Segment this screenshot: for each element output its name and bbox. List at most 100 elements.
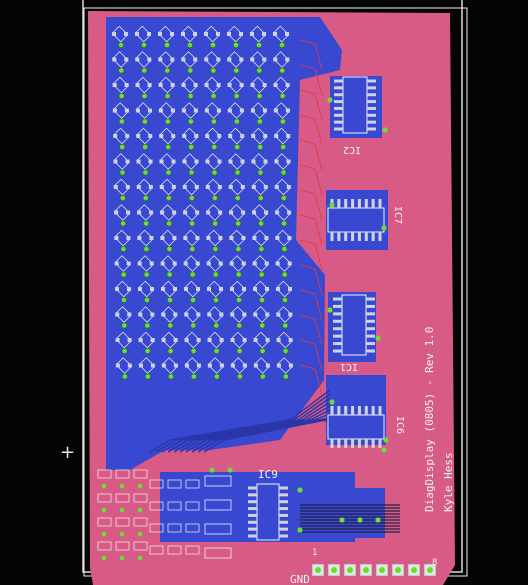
led-pad: [219, 363, 224, 368]
ic9-footprint: [256, 483, 280, 541]
via: [118, 42, 124, 48]
led-footprint: [272, 25, 290, 43]
via: [257, 144, 264, 150]
blue-trace: [185, 413, 331, 453]
led-footprint: [181, 127, 199, 145]
ic-pad: [351, 439, 355, 448]
via: [281, 246, 288, 252]
led-footprint: [183, 229, 200, 247]
via: [118, 67, 125, 74]
ic-pad: [279, 534, 288, 538]
pin-header[interactable]: [311, 563, 437, 577]
via: [236, 322, 243, 329]
led-footprint: [183, 280, 201, 298]
led-pad: [124, 83, 129, 87]
via: [381, 447, 387, 453]
led-pad: [136, 134, 141, 138]
led-pad: [136, 185, 141, 189]
ic-pad: [366, 304, 375, 308]
via: [282, 373, 289, 380]
led-footprint: [158, 127, 176, 145]
resistor-footprint: [167, 523, 182, 533]
led-pad: [124, 57, 129, 62]
led-pad: [126, 236, 131, 240]
led-pad: [274, 134, 279, 138]
ic-pad: [334, 100, 343, 104]
led-footprint: [207, 357, 225, 374]
ic-pad: [351, 232, 355, 241]
led-footprint: [250, 51, 267, 68]
ic-pad: [334, 127, 343, 131]
led-footprint: [205, 178, 223, 196]
led-pad: [193, 108, 198, 113]
label-ic6: IC6: [394, 416, 405, 434]
led-pad: [126, 210, 131, 215]
led-pad: [265, 287, 269, 291]
ic-pad: [248, 527, 257, 531]
via: [188, 169, 195, 176]
led-pad: [161, 363, 166, 368]
led-pad: [135, 108, 140, 113]
ic-pad: [337, 199, 341, 208]
led-pad: [242, 338, 247, 342]
resistor-footprint: [133, 517, 148, 527]
via: [187, 67, 194, 74]
led-footprint: [229, 280, 247, 298]
ic-pad: [367, 113, 376, 117]
via: [236, 348, 243, 354]
via: [233, 67, 240, 74]
resistor-footprint: [133, 493, 148, 503]
via: [257, 169, 264, 176]
via: [210, 93, 217, 99]
red-trace: [299, 239, 323, 271]
ic-pad: [366, 349, 375, 353]
led-pad: [287, 210, 292, 215]
red-trace: [299, 189, 323, 221]
led-footprint: [205, 204, 223, 221]
via: [142, 169, 149, 176]
led-pad: [241, 210, 246, 215]
red-trace: [299, 64, 323, 96]
label-ic7: IC7: [392, 206, 403, 224]
via: [381, 225, 387, 231]
ic-pad: [330, 232, 334, 241]
led-pad: [285, 32, 289, 36]
led-pad: [184, 287, 188, 291]
ic2-footprint: [342, 76, 368, 134]
via: [119, 195, 126, 201]
led-pad: [240, 185, 245, 189]
led-footprint: [182, 153, 199, 170]
led-pad: [240, 159, 245, 164]
led-footprint: [250, 76, 267, 94]
ic-pad: [371, 232, 375, 241]
via: [121, 348, 128, 354]
led-footprint: [182, 178, 200, 196]
led-pad: [184, 338, 189, 342]
ic-pad: [371, 199, 375, 208]
led-pad: [287, 236, 292, 240]
ic6-footprint: [327, 414, 385, 440]
led-footprint: [252, 229, 269, 247]
led-footprint: [252, 280, 270, 298]
via: [213, 322, 220, 329]
led-footprint: [112, 127, 130, 145]
led-pad: [239, 83, 244, 87]
resistor-footprint: [167, 545, 182, 555]
red-trace: [299, 164, 323, 196]
via: [233, 118, 240, 125]
via: [210, 67, 217, 74]
led-pad: [253, 312, 258, 317]
led-pad: [150, 312, 155, 317]
ic-pad: [334, 120, 343, 124]
led-footprint: [273, 51, 290, 68]
led-pad: [241, 261, 246, 266]
led-pad: [264, 210, 269, 215]
red-trace: [299, 39, 323, 71]
led-pad: [253, 363, 258, 368]
ic-pad: [366, 334, 375, 338]
resistor-footprint: [185, 501, 200, 511]
ic7-footprint: [327, 207, 385, 233]
led-pad: [262, 108, 267, 113]
led-pad: [274, 159, 279, 164]
